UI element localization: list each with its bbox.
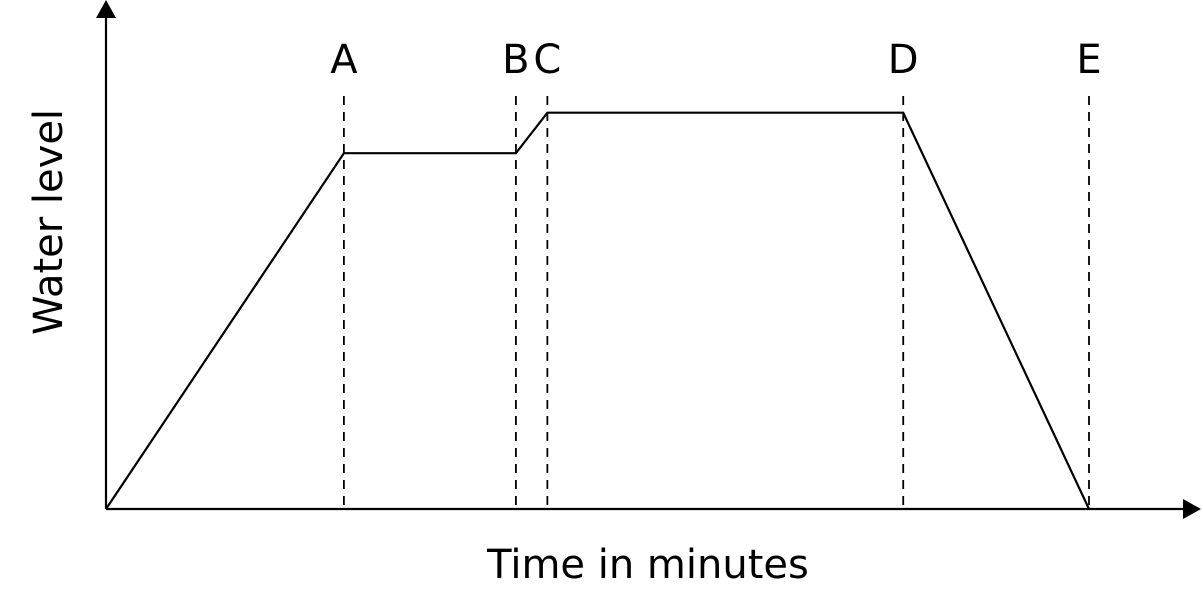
x-axis-arrow-icon: [1183, 499, 1201, 519]
x-axis-label: Time in minutes: [486, 542, 809, 588]
series-line: [105, 111, 1090, 510]
y-axis-label: Water level: [26, 109, 72, 335]
marker-label-b: B: [502, 37, 529, 83]
guide-lines: [342, 96, 1090, 509]
y-axis-arrow-icon: [96, 0, 116, 18]
marker-label-d: D: [888, 37, 919, 83]
marker-label-e: E: [1076, 37, 1101, 83]
marker-label-c: C: [533, 37, 561, 83]
marker-label-a: A: [330, 37, 358, 83]
